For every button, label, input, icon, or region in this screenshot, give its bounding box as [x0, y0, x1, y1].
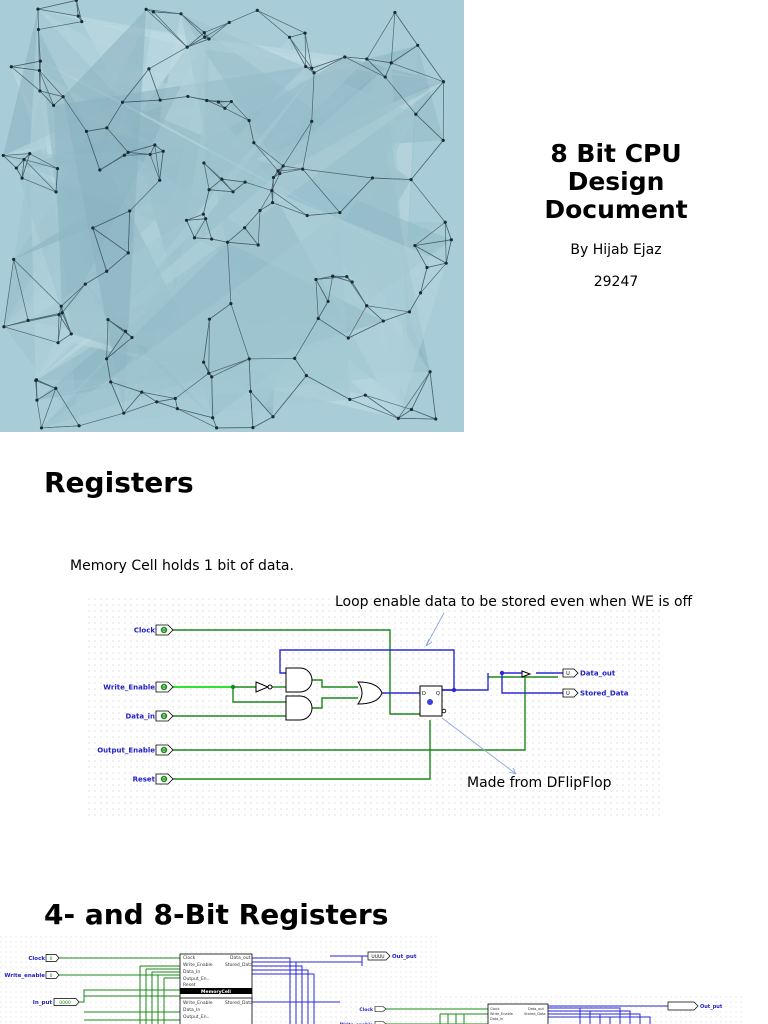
input-pin-clock: Clock 0 — [134, 624, 174, 636]
svg-text:MemoryCell: MemoryCell — [201, 989, 231, 995]
svg-text:Data_out: Data_out — [580, 670, 616, 678]
svg-text:Data_In: Data_In — [183, 1007, 200, 1013]
svg-text:Stored_Data: Stored_Data — [225, 962, 253, 968]
memory-cell-description: Memory Cell holds 1 bit of data. — [70, 558, 294, 574]
document-title: 8 Bit CPU Design Document — [544, 139, 688, 224]
flipflop-annotation: Made from DFlipFlop — [467, 775, 612, 791]
register-circuit: ClockWrite_EnableData_InOutput_En..Reset… — [0, 936, 742, 1024]
svg-text:D: D — [422, 691, 426, 697]
svg-text:U: U — [566, 691, 570, 697]
svg-text:Output_En..: Output_En.. — [183, 1014, 209, 1020]
svg-text:0: 0 — [162, 748, 165, 754]
svg-text:Out_put: Out_put — [700, 1004, 723, 1010]
svg-text:Data_out: Data_out — [528, 1007, 544, 1011]
svg-text:Clock: Clock — [359, 1007, 374, 1013]
svg-text:Write_Enable: Write_Enable — [490, 1012, 513, 1016]
svg-text:Q: Q — [436, 691, 440, 697]
svg-text:Data_In: Data_In — [490, 1017, 503, 1021]
cover-image — [0, 0, 464, 432]
svg-text:Out_put: Out_put — [392, 954, 417, 960]
svg-text:0: 0 — [162, 685, 165, 691]
svg-text:0: 0 — [162, 628, 165, 634]
svg-text:0: 0 — [162, 714, 165, 720]
svg-text:Reset: Reset — [133, 776, 156, 784]
svg-text:Write_enable: Write_enable — [4, 973, 45, 979]
svg-text:Stored_Data: Stored_Data — [225, 1000, 253, 1006]
section-heading-registers: Registers — [44, 466, 194, 499]
loop-annotation: Loop enable data to be stored even when … — [335, 594, 693, 610]
svg-text:In_put: In_put — [33, 1000, 53, 1006]
svg-text:0000: 0000 — [59, 1000, 71, 1006]
svg-text:Stored_Data: Stored_Data — [580, 690, 629, 698]
author-id: 29247 — [593, 274, 639, 290]
svg-text:Clock: Clock — [490, 1007, 500, 1011]
svg-text:Clock: Clock — [183, 955, 196, 961]
svg-text:0: 0 — [50, 973, 53, 979]
register-input-write-enable: Write_enable 0 — [4, 971, 60, 979]
svg-text:Stored_Data: Stored_Data — [524, 1012, 546, 1016]
svg-text:Data_out: Data_out — [230, 955, 251, 961]
svg-text:0: 0 — [162, 777, 165, 783]
svg-text:Clock: Clock — [134, 627, 155, 635]
register8-output-out-put: Out_put — [667, 1001, 723, 1011]
svg-text:Output_Enable: Output_Enable — [97, 747, 155, 755]
input-pin-output-enable: Output_Enable 0 — [97, 744, 174, 756]
register-output-out-put: UUUU Out_put — [367, 951, 417, 961]
svg-text:Data_In: Data_In — [183, 969, 200, 975]
svg-text:Data_in: Data_in — [126, 713, 156, 721]
input-pin-write-enable: Write_Enable 0 — [103, 681, 174, 693]
svg-text:Reset: Reset — [183, 982, 196, 988]
input-pin-data-in: Data_in 0 — [126, 710, 174, 722]
author-name: By Hijab Ejaz — [570, 242, 662, 258]
svg-text:Write_Enable: Write_Enable — [103, 684, 155, 692]
svg-text:Clock: Clock — [28, 956, 45, 962]
svg-text:Write_Enable: Write_Enable — [183, 1000, 213, 1006]
output-pin-data-out: U Data_out — [562, 668, 616, 678]
svg-text:UUUU: UUUU — [371, 954, 384, 960]
input-pin-reset: Reset 0 — [133, 773, 174, 785]
register-input-clock: Clock 0 — [28, 954, 60, 962]
svg-text:Output_En..: Output_En.. — [183, 976, 209, 982]
svg-text:U: U — [566, 671, 570, 677]
svg-text:Write_enable: Write_enable — [340, 1022, 373, 1024]
section-heading-4-8-bit-registers: 4- and 8-Bit Registers — [44, 898, 389, 931]
title-block: 8 Bit CPU Design Document By Hijab Ejaz … — [500, 139, 732, 291]
svg-text:0: 0 — [50, 956, 53, 962]
register-input-in-put: In_put 0000 — [33, 998, 80, 1006]
svg-text:Write_Enable: Write_Enable — [183, 962, 213, 968]
output-pin-stored-data: U Stored_Data — [562, 688, 629, 698]
